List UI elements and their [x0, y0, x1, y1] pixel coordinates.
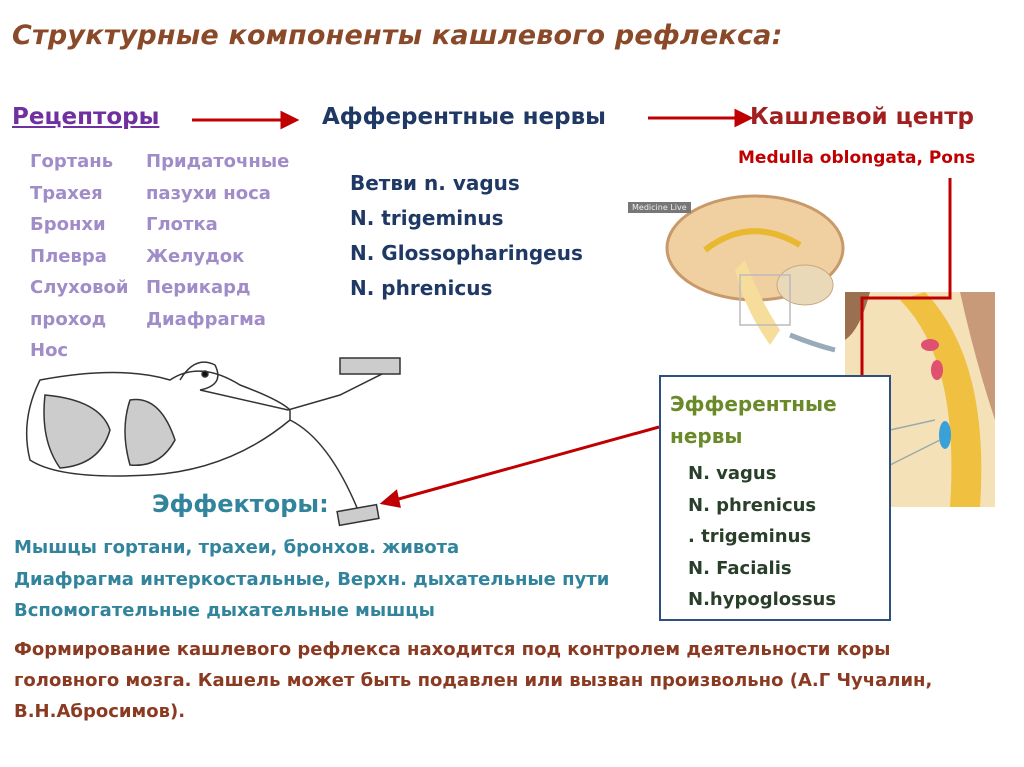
afferent-list: Ветви n. vagus N. trigeminus N. Glossoph…: [350, 166, 583, 306]
brain-illustration: [665, 194, 845, 353]
efferent-box: [659, 375, 891, 621]
afferent-item: Ветви n. vagus: [350, 171, 520, 195]
receptors-list-2: Придаточные пазухи носа Глотка Желудок П…: [146, 146, 289, 335]
footnote: Формирование кашлевого рефлекса находитс…: [14, 639, 933, 722]
receptor-item: Придаточные: [146, 151, 290, 172]
receptor-item: Перикард: [146, 277, 251, 298]
effectors-list: Мышцы гортани, трахеи, бронхов. живота Д…: [14, 532, 609, 627]
arrow-efferent-to-effectors: [379, 489, 401, 508]
cough-center-location: Medulla oblongata, Pons: [738, 148, 976, 168]
efferent-heading: Эфферентные нервы: [670, 392, 837, 448]
afferent-item: N. trigeminus: [350, 206, 504, 230]
effector-item: Диафрагма интеркостальные, Верхн. дыхате…: [14, 568, 610, 590]
receptor-item: Плевра: [30, 245, 107, 267]
slide-title: Структурные компоненты кашлевого рефлекс…: [12, 20, 783, 51]
afferent-item: N. phrenicus: [350, 276, 493, 300]
efferent-item: . trigeminus: [688, 526, 812, 547]
receptor-item: Бронхи: [30, 214, 106, 235]
efferent-list: N. vagus N. phrenicus . trigeminus N. Fa…: [688, 458, 836, 616]
receptor-item: проход: [30, 308, 107, 330]
efferent-item: N.hypoglossus: [688, 589, 837, 610]
spinal-cord-illustration: [25, 357, 401, 527]
effector-item: Вспомогательные дыхательные мышцы: [14, 600, 435, 621]
receptor-item: Диафрагма: [146, 308, 266, 330]
medicine-live-watermark: Medicine Live: [628, 202, 691, 213]
effectors-heading: Эффекторы:: [152, 490, 329, 518]
receptor-item: Нос: [30, 340, 69, 361]
efferent-item: N. phrenicus: [688, 494, 817, 516]
receptors-list-1: Гортань Трахея Бронхи Плевра Слуховой пр…: [30, 146, 128, 367]
efferent-item: N. vagus: [688, 463, 777, 484]
receptor-item: Желудок: [146, 245, 245, 267]
receptor-item: Слуховой: [30, 277, 129, 298]
receptor-item: Трахея: [30, 182, 103, 204]
receptor-item: пазухи носа: [146, 182, 271, 204]
afferent-item: N. Glossopharingeus: [350, 241, 583, 265]
effector-item: Мышцы гортани, трахеи, бронхов. живота: [14, 537, 460, 558]
receptors-heading: Рецепторы: [12, 104, 160, 130]
receptor-item: Глотка: [146, 214, 218, 235]
efferent-item: N. Facialis: [688, 557, 792, 579]
cough-center-heading: Кашлевой центр: [750, 104, 975, 130]
arrow-receptors-to-afferent: [280, 110, 300, 130]
arrow-afferent-to-center: [734, 108, 754, 128]
receptor-item: Гортань: [30, 151, 114, 172]
afferent-heading: Афферентные нервы: [322, 104, 606, 130]
